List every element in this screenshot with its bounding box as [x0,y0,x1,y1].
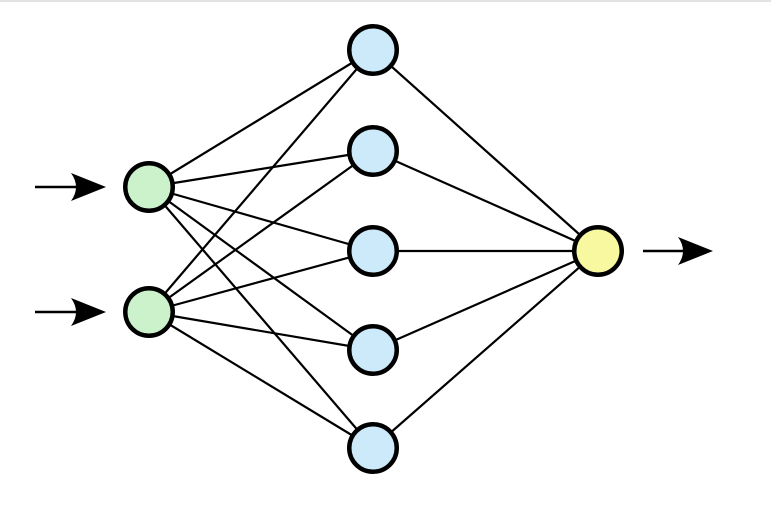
edge-in-2-hid-5 [148,311,374,449]
edge-hid-2-out-1 [372,149,599,253]
output-arrow-head [678,237,713,265]
edge-in-1-hid-2 [148,149,374,189]
edge-hid-4-out-1 [372,249,599,352]
edge-hid-1-out-1 [372,49,599,252]
edge-in-1-hid-5 [148,186,374,449]
hidden-node-hid-1 [347,24,399,76]
input-arrow-2-head [71,298,106,326]
edge-in-1-hid-1 [148,49,374,188]
edge-in-2-hid-4 [148,310,374,352]
hidden-node-hid-2 [347,125,399,177]
edge-in-2-hid-2 [148,150,374,313]
input-node-in-1 [123,161,175,213]
edge-hid-5-out-1 [372,250,599,449]
hidden-node-hid-5 [347,422,399,474]
edge-in-1-hid-3 [148,185,374,253]
output-node-out-1 [572,225,624,277]
hidden-node-hid-3 [347,225,399,277]
top-border [0,0,771,2]
edge-in-2-hid-1 [148,49,374,313]
input-node-in-2 [123,286,175,338]
edge-in-1-hid-4 [148,186,374,351]
hidden-node-hid-4 [347,324,399,376]
edge-in-2-hid-3 [148,249,374,314]
input-arrow-1-head [71,173,106,201]
